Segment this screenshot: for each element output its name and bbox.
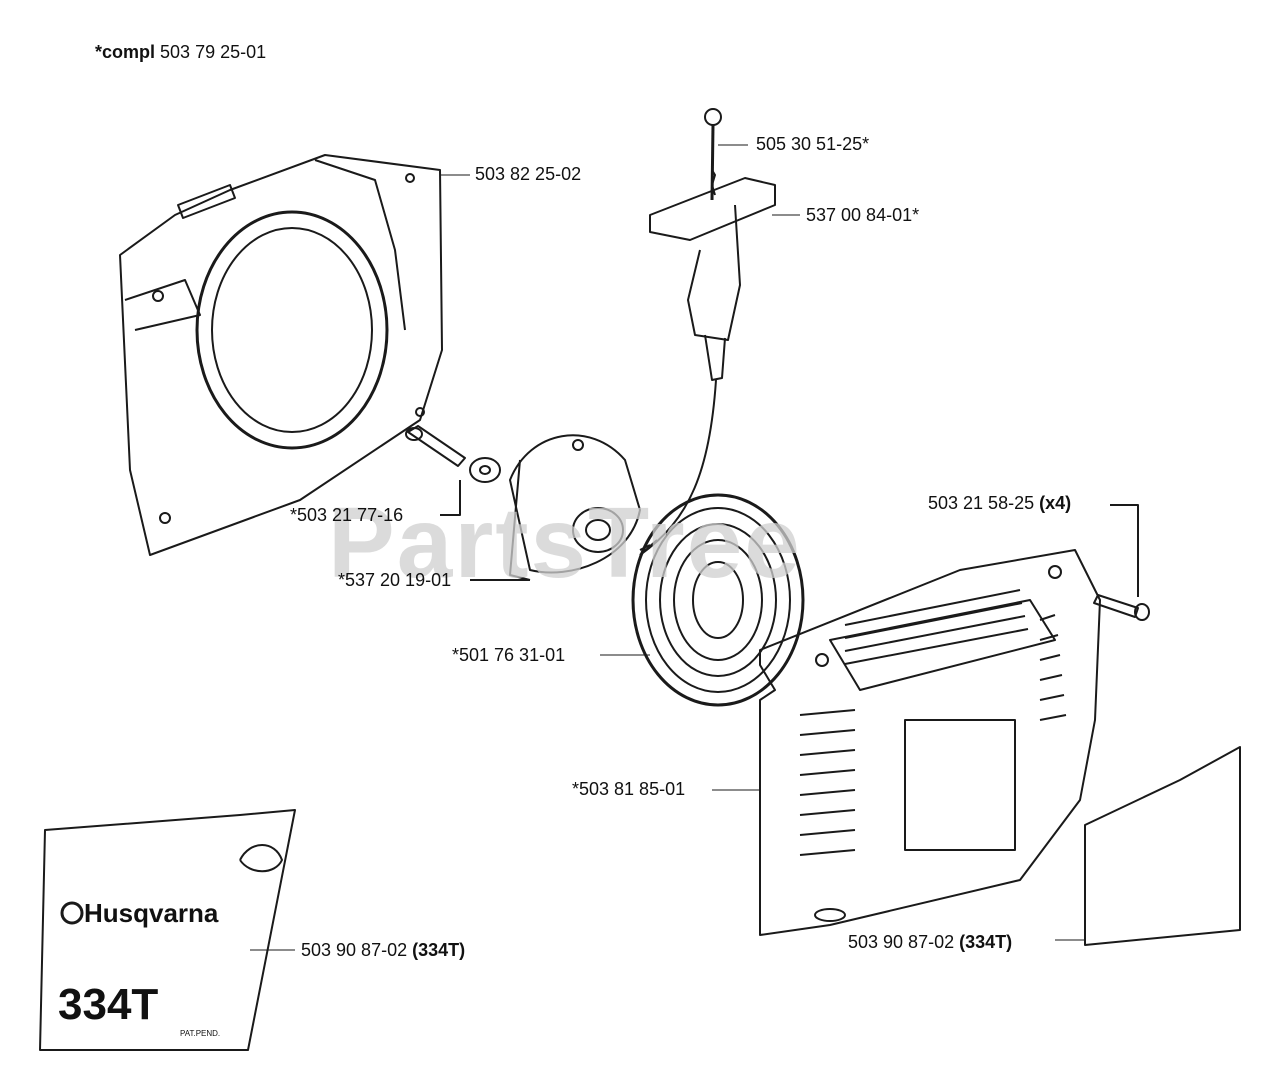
label-center-screw[interactable]: *503 21 77-16 bbox=[290, 505, 404, 525]
label-cover-screw[interactable]: 503 21 58-25 (x4) bbox=[928, 493, 1071, 513]
fan-housing-drawing bbox=[119, 154, 443, 556]
decal-model: 334T bbox=[58, 980, 159, 1029]
starter-handle-drawing bbox=[639, 108, 776, 556]
recoil-spring-drawing bbox=[631, 493, 805, 707]
label-fan-housing[interactable]: 503 82 25-02 bbox=[475, 164, 582, 184]
label-recoil-spring[interactable]: *501 76 31-01 bbox=[452, 645, 566, 665]
decal-left-number: 503 90 87-02 bbox=[301, 940, 408, 960]
label-decal-left[interactable]: 503 90 87-02 (334T) bbox=[301, 940, 465, 960]
cover-screw-quantity: (x4) bbox=[1039, 493, 1072, 513]
right-decal-drawing bbox=[1084, 746, 1241, 946]
cover-screw-number: 503 21 58-25 bbox=[928, 493, 1035, 513]
label-pulley[interactable]: *537 20 19-01 bbox=[338, 570, 452, 590]
label-starter-cover[interactable]: *503 81 85-01 bbox=[572, 779, 686, 799]
decal-right-model: (334T) bbox=[959, 932, 1013, 952]
decal-right-number: 503 90 87-02 bbox=[848, 932, 955, 952]
leader-lines bbox=[250, 144, 1085, 951]
compl-number: 503 79 25-01 bbox=[160, 42, 267, 62]
decal-brand: Husqvarna bbox=[84, 898, 219, 928]
label-starter-handle[interactable]: 537 00 84-01* bbox=[806, 205, 920, 225]
cover-screw-drawing bbox=[1093, 504, 1150, 621]
center-screw-drawing bbox=[405, 425, 501, 516]
watermark: PartsTree bbox=[328, 487, 802, 599]
label-starter-rope[interactable]: 505 30 51-25* bbox=[756, 134, 870, 154]
starter-cover-drawing bbox=[759, 549, 1101, 936]
label-decal-right[interactable]: 503 90 87-02 (334T) bbox=[848, 932, 1012, 952]
decal-small-print: PAT.PEND. bbox=[180, 1029, 221, 1038]
decal-left-model: (334T) bbox=[412, 940, 466, 960]
left-decal-drawing bbox=[39, 809, 296, 1051]
assembly-header: *compl 503 79 25-01 bbox=[95, 42, 266, 62]
compl-prefix: *compl bbox=[95, 42, 156, 62]
